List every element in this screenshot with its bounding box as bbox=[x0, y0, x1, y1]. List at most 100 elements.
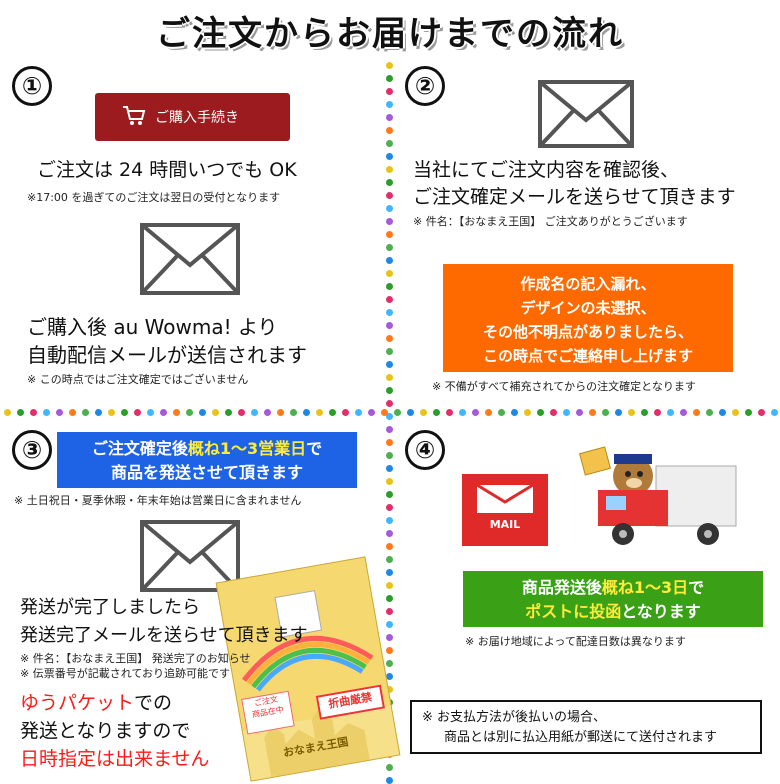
divider-dot bbox=[386, 140, 393, 147]
divider-dot bbox=[386, 75, 393, 82]
divider-dot bbox=[589, 409, 596, 416]
missing-info-note: ※ 不備がすべて補充されてからの注文確定となります bbox=[432, 380, 696, 393]
payment-note-box: ※ お支払方法が後払いの場合、 商品とは別に払込用紙が郵送にて送付されます bbox=[410, 700, 762, 754]
divider-dot bbox=[386, 777, 393, 784]
divider-dot bbox=[386, 634, 393, 641]
divider-dot bbox=[17, 409, 24, 416]
confirm-line-2: ご注文確定メールを送らせて頂きます bbox=[413, 186, 736, 208]
divider-dot bbox=[667, 409, 674, 416]
divider-dot bbox=[386, 309, 393, 316]
divider-dot bbox=[433, 409, 440, 416]
divider-dot bbox=[386, 400, 393, 407]
divider-dot bbox=[316, 409, 323, 416]
divider-dot bbox=[550, 409, 557, 416]
missing-info-line: この時点でご連絡申し上げます bbox=[482, 347, 693, 365]
auto-mail-line-1: ご購入後 au Wowma! より bbox=[27, 315, 278, 339]
divider-dot bbox=[386, 478, 393, 485]
divider-dot bbox=[386, 153, 393, 160]
ship-timing-text: で bbox=[306, 439, 323, 458]
divider-dot bbox=[745, 409, 752, 416]
divider-dot bbox=[386, 335, 393, 342]
shipped-subject-note: ※ 件名：【おなまえ王国】 発送完了のお知らせ bbox=[20, 652, 251, 665]
divider-dot bbox=[386, 114, 393, 121]
divider-dot bbox=[386, 270, 393, 277]
tracking-note: ※ 伝票番号が記載されており追跡可能です bbox=[20, 667, 231, 680]
divider-dot bbox=[121, 409, 128, 416]
divider-dot bbox=[386, 88, 393, 95]
missing-info-line: デザインの未選択、 bbox=[520, 299, 656, 317]
cart-button-label: ご購入手続き bbox=[155, 110, 239, 126]
envelope-icon bbox=[140, 520, 240, 592]
auto-mail-line-2: 自動配信メールが送信されます bbox=[27, 343, 307, 367]
divider-dot bbox=[386, 530, 393, 537]
divider-dot bbox=[329, 409, 336, 416]
divider-dot bbox=[386, 413, 393, 420]
yu-packet-text: での bbox=[134, 692, 173, 714]
no-date-specification: 日時指定は出来ません bbox=[20, 748, 210, 770]
region-note: ※ お届け地域によって配達日数は異なります bbox=[465, 635, 686, 648]
divider-dot bbox=[628, 409, 635, 416]
delivery-truck-illustration bbox=[578, 446, 748, 565]
divider-dot bbox=[386, 205, 393, 212]
divider-dot bbox=[386, 166, 393, 173]
cart-button[interactable]: ご購入手続き bbox=[95, 93, 290, 141]
divider-dot bbox=[43, 409, 50, 416]
delivery-timing-text: となります bbox=[621, 602, 701, 621]
divider-dot bbox=[386, 218, 393, 225]
divider-dot bbox=[386, 660, 393, 667]
divider-dot bbox=[386, 556, 393, 563]
divider-dot bbox=[386, 439, 393, 446]
yu-packet-line-2: 発送となりますので bbox=[20, 720, 191, 742]
divider-dot bbox=[394, 409, 401, 416]
payment-note-line-1: ※ お支払方法が後払いの場合、 bbox=[422, 710, 607, 725]
payment-note-line-2: 商品とは別に払込用紙が郵送にて送付されます bbox=[444, 730, 718, 745]
missing-info-banner: 作成名の記入漏れ、 デザインの未選択、 その他不明点がありましたら、 この時点で… bbox=[443, 264, 733, 372]
divider-dot bbox=[407, 409, 414, 416]
divider-dot bbox=[355, 409, 362, 416]
divider-dot bbox=[173, 409, 180, 416]
page-title: ご注文からお届けまでの流れ bbox=[156, 14, 624, 54]
divider-dot bbox=[706, 409, 713, 416]
divider-dot bbox=[134, 409, 141, 416]
divider-dot bbox=[82, 409, 89, 416]
holiday-note: ※ 土日祝日・夏季休暇・年末年始は営業日に含まれません bbox=[14, 494, 302, 507]
yu-packet-envelope-illustration: ご注文 商品在中 折曲厳禁 おなまえ王国 bbox=[215, 556, 401, 782]
divider-dot bbox=[386, 283, 393, 290]
yu-packet-name: ゆうパケット bbox=[20, 692, 135, 714]
divider-dot bbox=[30, 409, 37, 416]
divider-dot bbox=[654, 409, 661, 416]
divider-dot bbox=[472, 409, 479, 416]
step-1-number: ① bbox=[12, 66, 52, 106]
divider-dot bbox=[641, 409, 648, 416]
step-4-number: ④ bbox=[405, 430, 445, 470]
divider-dot bbox=[386, 673, 393, 680]
divider-dot bbox=[615, 409, 622, 416]
divider-dot bbox=[446, 409, 453, 416]
divider-dot bbox=[386, 621, 393, 628]
divider-dot bbox=[537, 409, 544, 416]
divider-dot bbox=[108, 409, 115, 416]
divider-dot bbox=[277, 409, 284, 416]
divider-dot bbox=[771, 409, 778, 416]
divider-dot bbox=[56, 409, 63, 416]
divider-dot bbox=[69, 409, 76, 416]
divider-dot bbox=[386, 582, 393, 589]
shipped-line-1: 発送が完了しましたら bbox=[20, 597, 200, 618]
auto-mail-note: ※ この時点ではご注文確定ではございません bbox=[27, 373, 249, 386]
ship-timing-line-2: 商品を発送させて頂きます bbox=[110, 463, 303, 482]
mailbox-icon: MAIL bbox=[462, 474, 548, 546]
divider-dot bbox=[290, 409, 297, 416]
divider-dot bbox=[732, 409, 739, 416]
divider-dot bbox=[342, 409, 349, 416]
divider-dot bbox=[524, 409, 531, 416]
divider-dot bbox=[386, 127, 393, 134]
divider-dot bbox=[386, 322, 393, 329]
divider-dot bbox=[238, 409, 245, 416]
divider-dot bbox=[160, 409, 167, 416]
divider-dot bbox=[368, 409, 375, 416]
divider-dot bbox=[498, 409, 505, 416]
divider-dot bbox=[386, 569, 393, 576]
missing-info-line: その他不明点がありましたら、 bbox=[482, 323, 693, 341]
divider-dot bbox=[303, 409, 310, 416]
delivery-timing-text: で bbox=[688, 578, 705, 597]
